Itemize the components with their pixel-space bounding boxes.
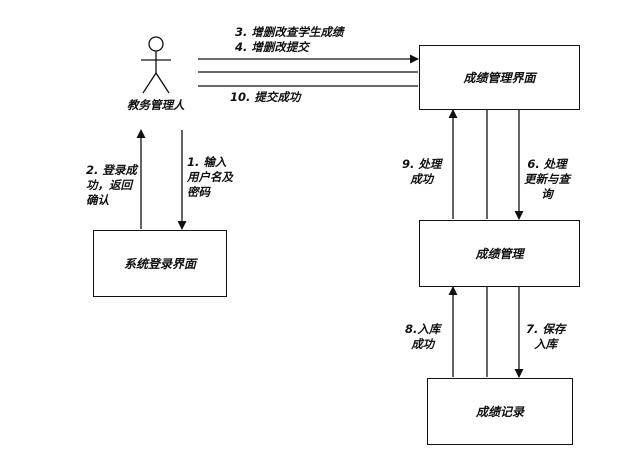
actor-label: 教务管理人 <box>127 98 185 112</box>
actor-figure-icon <box>141 36 171 94</box>
arrow-label-8: 8.入库 成功 <box>405 322 441 351</box>
login-interface-box: 系统登录界面 <box>93 230 227 297</box>
arrow-label-7: 7. 保存 入库 <box>526 322 566 351</box>
arrow-label-3: 3. 增删改查学生成绩 <box>235 25 344 39</box>
arrow-label-10: 10. 提交成功 <box>230 90 301 104</box>
arrow-label-2: 2. 登录成 功，返回 确认 <box>86 163 137 207</box>
arrow-label-4: 4. 增删改提交 <box>235 40 309 54</box>
arrow-label-9: 9. 处理 成功 <box>402 157 442 186</box>
grade-management-ui-box: 成绩管理界面 <box>419 45 580 110</box>
arrow-label-6: 6. 处理 更新与查 询 <box>524 157 570 201</box>
grade-management-box: 成绩管理 <box>419 220 580 287</box>
arrow-label-1: 1. 输入 用户名及 密码 <box>187 155 233 199</box>
grade-record-box: 成绩记录 <box>427 378 573 445</box>
